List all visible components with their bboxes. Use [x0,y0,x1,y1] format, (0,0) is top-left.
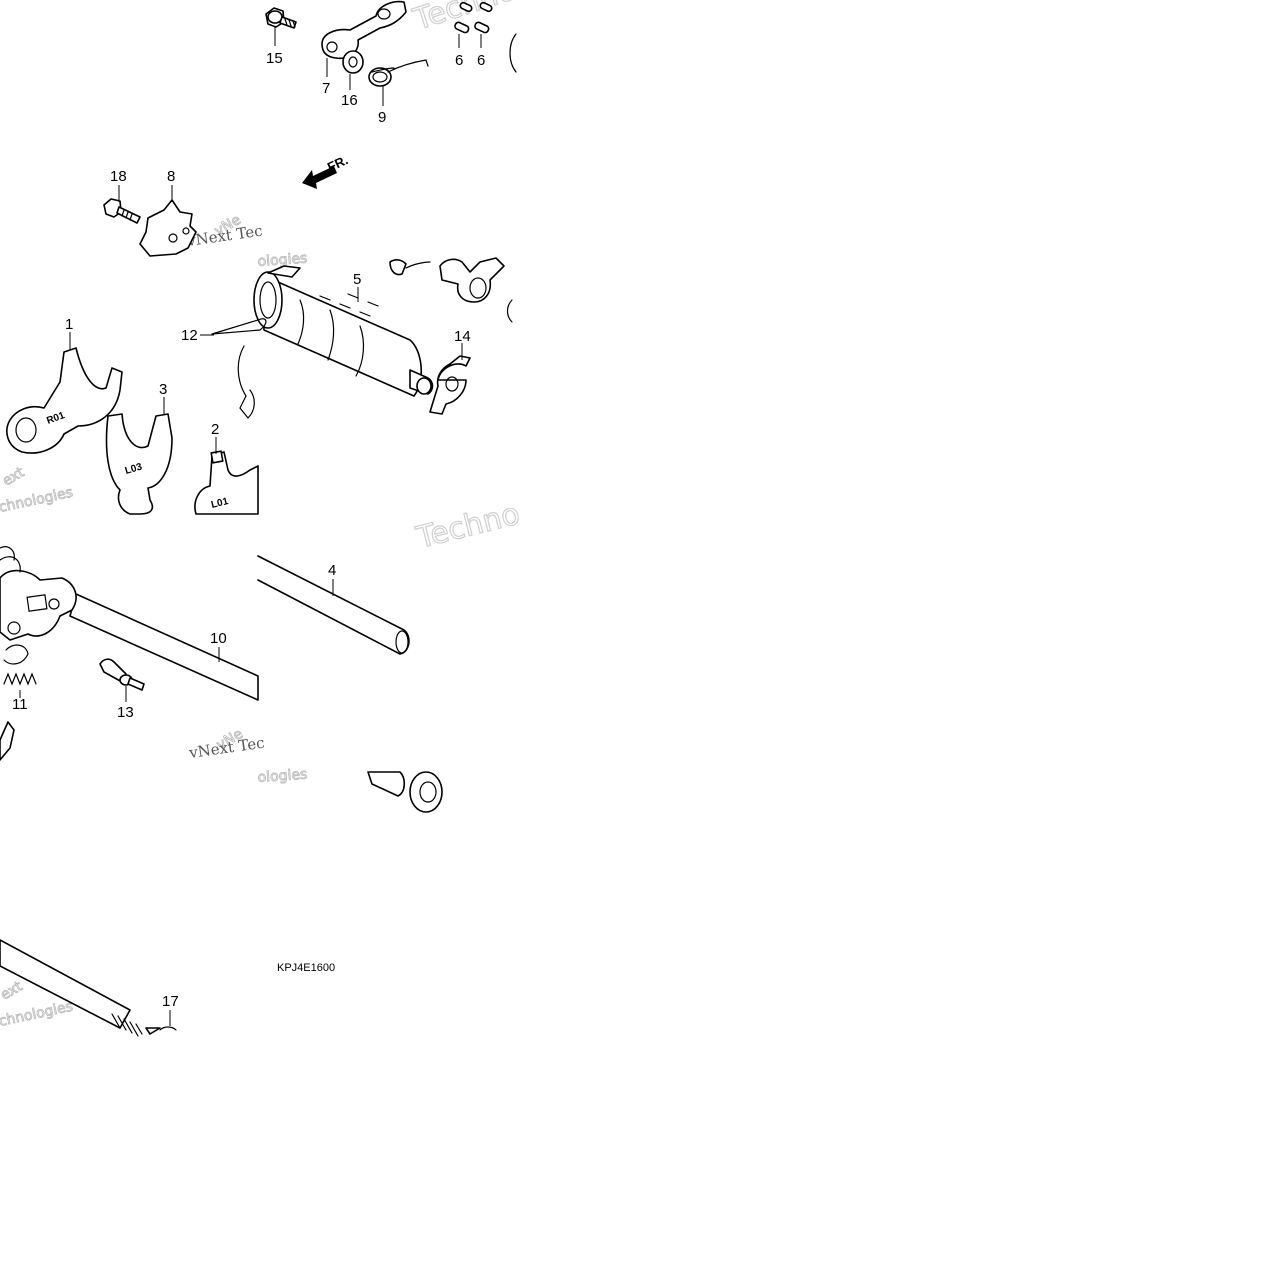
part-2-shift-fork: L01 [194,450,259,515]
callout-11: 11 [12,696,28,713]
part-10-gearshift-spindle [0,546,259,701]
part-fork-fragment-upper [389,257,513,323]
callout-13: 13 [117,704,134,721]
fork-3-marking: L03 [124,461,144,476]
part-fragment-left-lower [0,721,15,761]
watermark-vnext-tec-a: vNext Tec [185,222,264,251]
callout-9: 9 [378,109,386,126]
part-9-spring [368,59,429,87]
watermark-ext-a: ext [0,464,28,489]
part-4-fork-shaft [257,555,410,655]
callout-12: 12 [181,327,198,344]
part-6-dowel-pins [454,1,493,34]
watermark-techno-mid: Techno [412,497,523,556]
part-3-shift-fork: L03 [105,413,173,515]
watermark-chnologies-a: chnologies [0,485,74,516]
callout-14: 14 [454,328,471,345]
part-14-lock-plate [429,355,471,415]
part-18-bolt [103,198,141,224]
part-1-shift-fork: R01 [6,347,123,454]
callout-7: 7 [322,80,330,97]
part-17-shaft [0,939,177,1037]
part-8-stopper-plate [139,199,197,257]
part-15-bolt [265,7,297,29]
callout-4: 4 [328,562,336,579]
watermark-ologies-b: ologies [257,767,308,786]
callout-1: 1 [65,316,73,333]
part-13-pin [99,658,145,691]
part-11-return-spring [3,672,37,686]
watermark-ext-b: ext [0,978,26,1003]
watermark-vnext-tec-b: vNext Tec [187,734,266,763]
part-7-shift-arm [321,0,407,60]
fork-2-marking: L01 [210,496,230,511]
callout-10: 10 [210,630,227,647]
callout-2: 2 [211,421,219,438]
callout-3: 3 [159,381,167,398]
callout-5: 5 [353,271,361,288]
diagram-code: KPJ4E1600 [277,962,335,974]
callout-6a: 6 [455,52,463,69]
watermark-ologies-a: ologies [257,251,308,270]
callout-16: 16 [341,92,358,109]
callout-15: 15 [266,50,283,67]
front-direction-label: FR. [325,152,350,174]
part-5-shift-drum [253,265,434,397]
callout-17: 17 [162,993,179,1010]
part-16-washer [342,50,364,74]
part-oil-seal [367,771,443,813]
watermark-chnologies-b: chnologies [0,999,74,1030]
part-12-spring-pin [211,318,267,419]
callout-8: 8 [167,168,175,185]
edge-arc-top [509,33,517,73]
callout-18: 18 [110,168,127,185]
front-direction-arrow [302,166,337,189]
callout-6b: 6 [477,52,485,69]
